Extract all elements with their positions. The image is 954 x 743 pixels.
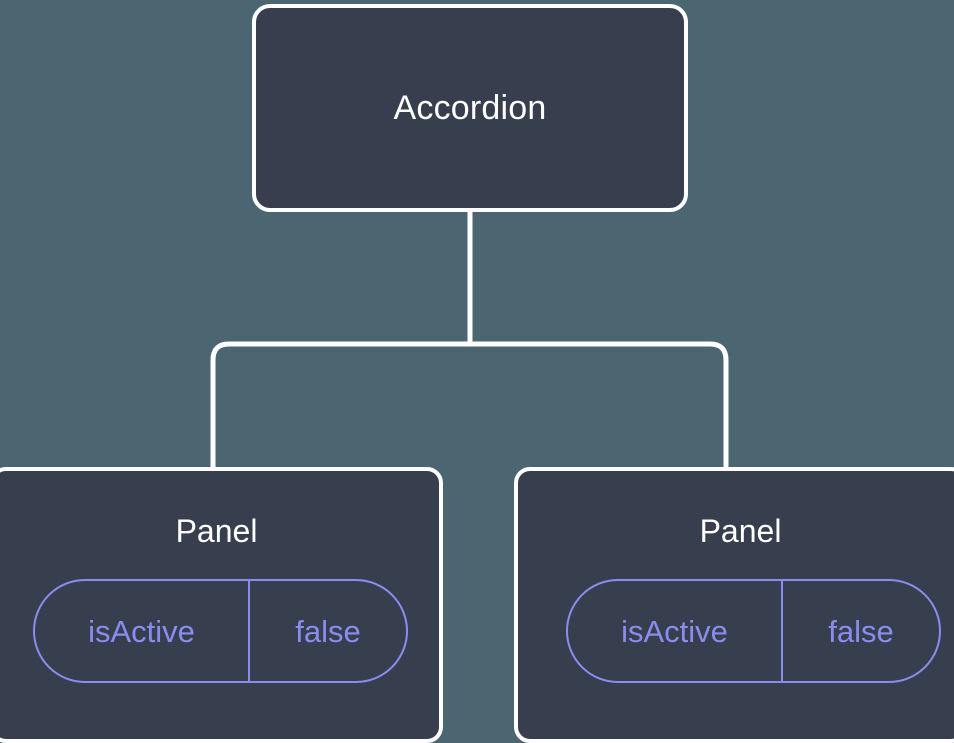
edge-to-panel-right — [470, 341, 729, 472]
state-key-panel-2: isActive — [568, 581, 783, 681]
node-accordion[interactable]: Accordion — [252, 4, 688, 212]
edge-to-panel-left — [210, 341, 470, 472]
state-key-panel-1: isActive — [35, 581, 250, 681]
node-panel-1[interactable]: Panel isActive false — [0, 467, 443, 743]
node-panel-2[interactable]: Panel isActive false — [514, 467, 954, 743]
state-pill-panel-2[interactable]: isActive false — [566, 579, 941, 683]
node-accordion-title: Accordion — [393, 89, 547, 127]
state-value-panel-1: false — [295, 613, 361, 649]
state-pill-panel-1[interactable]: isActive false — [33, 579, 408, 683]
node-panel-1-title: Panel — [175, 513, 258, 549]
state-value-panel-2: false — [828, 613, 894, 649]
node-panel-2-title: Panel — [699, 513, 782, 549]
